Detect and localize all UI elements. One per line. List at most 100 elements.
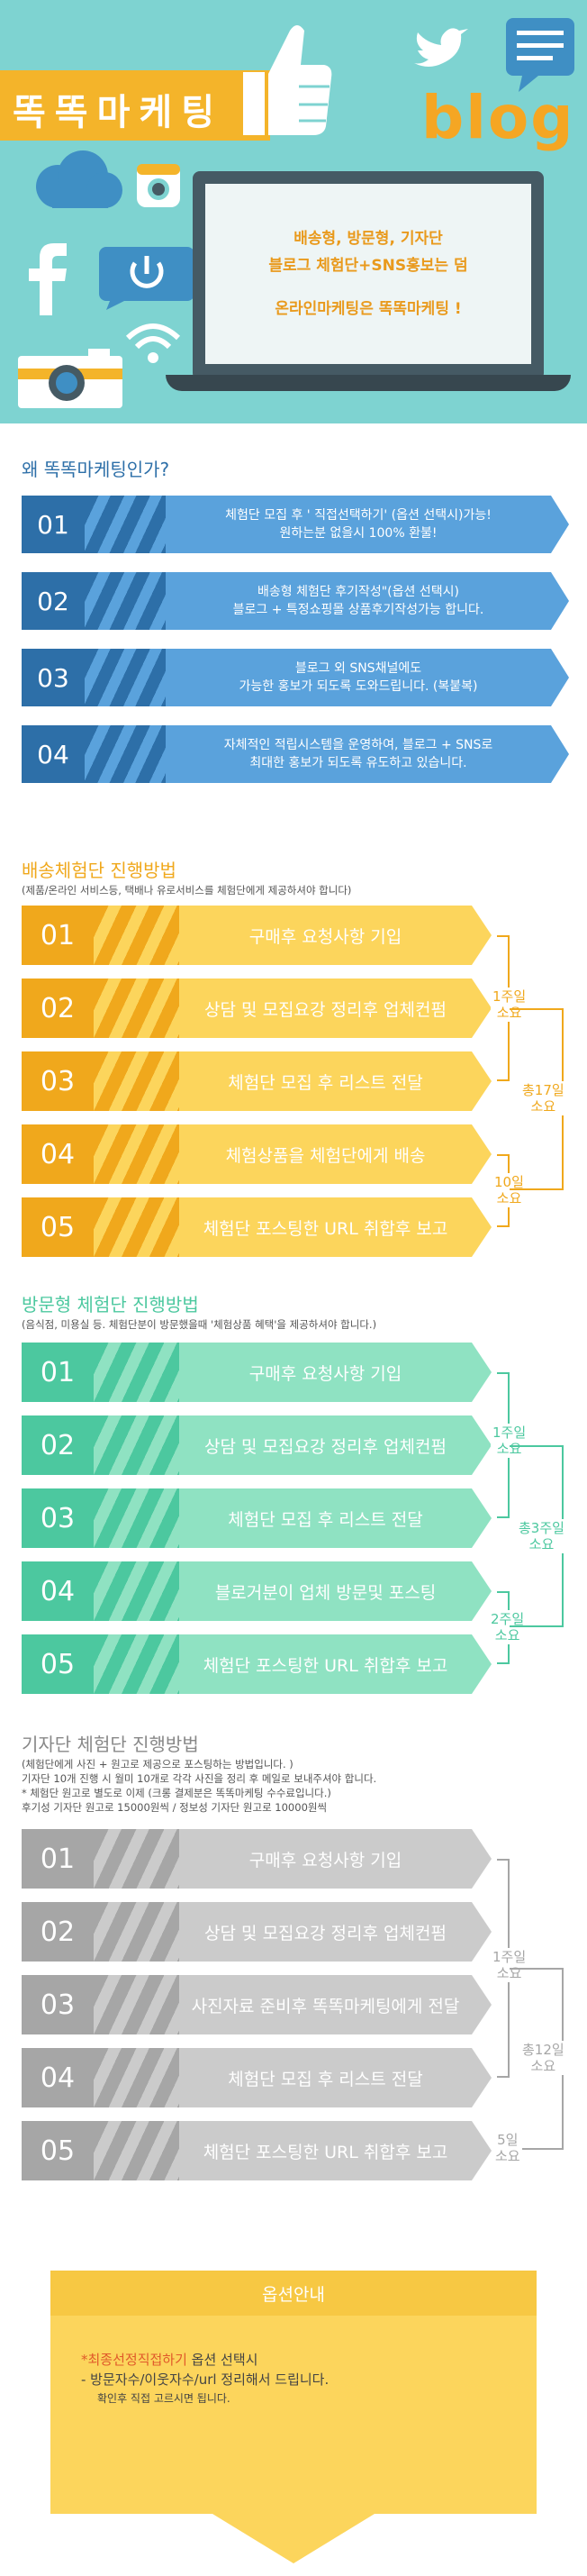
screen-line-1: 배송형, 방문형, 기자단	[294, 230, 443, 248]
why-text: 배송형 체험단 후기작성"(옵션 선택시) 블로그 + 특정쇼핑몰 상품후기작성…	[166, 572, 551, 630]
options-highlight: *최종선정직접하기	[81, 2352, 187, 2368]
blog-word: blog	[421, 83, 575, 152]
options-down-arrow	[212, 2514, 375, 2563]
step-row: 03 체험단 모집 후 리스트 전달	[22, 1488, 492, 1548]
why-text: 자체적인 적립시스템을 운영하여, 블로그 + SNS로 최대한 홍보가 되도록…	[166, 725, 551, 783]
why-text-line: 블로그 외 SNS채널에도	[294, 661, 422, 676]
step-number: 05	[22, 2121, 94, 2180]
step-label: 상담 및 모집요강 정리후 업체컨펌	[204, 1436, 447, 1457]
step-number: 02	[22, 979, 94, 1038]
step-label: 상담 및 모집요강 정리후 업체컨펌	[204, 1923, 447, 1943]
step-label: 블로거분이 업체 방문및 포스팅	[214, 1582, 437, 1603]
step-row: 03 사진자료 준비후 똑똑마케팅에게 전달	[22, 1975, 492, 2034]
why-number: 03	[22, 649, 85, 706]
why-text-line: 자체적인 적립시스템을 운영하여, 블로그 + SNS로	[223, 738, 493, 752]
why-row: 03 블로그 외 SNS채널에도 가능한 홍보가 되도록 도와드립니다. (복붙…	[22, 649, 569, 706]
step-row: 02 상담 및 모집요강 정리후 업체컨펌	[22, 1902, 492, 1962]
step-bar: 구매후 요청사항 기입	[179, 1829, 472, 1889]
stripe-decoration	[94, 1829, 179, 1889]
reporter-note: * 체험단 원고로 별도로 이제 (크롱 결제분은 똑똑마케팅 수수료입니다.)	[22, 1787, 331, 1799]
step-bar: 체험상품을 체험단에게 배송	[179, 1124, 472, 1184]
monitor-base	[166, 375, 571, 391]
arrow-tip	[472, 2048, 492, 2107]
why-text-line: 원하는분 없을시 100% 환불!	[279, 526, 438, 541]
step-row: 05 체험단 포스팅한 URL 취합후 보고	[22, 1197, 492, 1257]
why-text: 체험단 모집 후 ' 직접선택하기' (옵션 선택시)가능! 원하는분 없을시 …	[166, 496, 551, 553]
why-title: 왜 똑똑마케팅인가?	[22, 459, 170, 480]
monitor-icon: 배송형, 방문형, 기자단 블로그 체험단+SNS홍보는 덤 온라인마케팅은 똑…	[166, 171, 571, 396]
visit-title: 방문형 체험단 진행방법	[22, 1294, 199, 1315]
step-row: 04 체험단 모집 후 리스트 전달	[22, 2048, 492, 2107]
step-number: 03	[22, 1051, 94, 1111]
step-bar: 체험단 모집 후 리스트 전달	[179, 1051, 472, 1111]
stripe-decoration	[94, 2048, 179, 2107]
arrow-tip	[551, 572, 569, 630]
reporter-note: 후기성 기자단 원고로 15000원씩 / 정보성 기자단 원고로 10000원…	[22, 1801, 328, 1814]
reporter-note: (체험단에게 사진 + 원고로 제공으로 포스팅하는 방법입니다. )	[22, 1758, 294, 1770]
options-line-1: *최종선정직접하기 옵션 선택시	[81, 2350, 513, 2370]
arrow-tip	[472, 906, 492, 965]
stripe-decoration	[94, 1975, 179, 2034]
visit-note: (음식점, 미용실 등. 체험단분이 방문했을때 '체험상품 혜택'을 제공하셔…	[22, 1318, 377, 1331]
stripe-decoration	[94, 1051, 179, 1111]
options-box: 옵션안내 *최종선정직접하기 옵션 선택시 - 방문자수/이웃자수/url 정리…	[50, 2271, 537, 2514]
step-bar: 체험단 포스팅한 URL 취합후 보고	[179, 1197, 472, 1257]
arrow-tip	[472, 1197, 492, 1257]
arrow-tip	[472, 1561, 492, 1621]
monitor-frame: 배송형, 방문형, 기자단 블로그 체험단+SNS홍보는 덤 온라인마케팅은 똑…	[193, 171, 544, 380]
stripe-decoration	[85, 496, 166, 553]
stripe-decoration	[85, 649, 166, 706]
why-number: 04	[22, 725, 85, 783]
delivery-note: (제품/온라인 서비스등, 택배나 유로서비스를 체험단에게 제공하셔야 합니다…	[22, 884, 352, 897]
screen-line-4: 온라인마케팅은 똑똑마케팅 !	[275, 300, 462, 318]
why-row: 02 배송형 체험단 후기작성"(옵션 선택시) 블로그 + 특정쇼핑몰 상품후…	[22, 572, 569, 630]
step-label: 체험단 포스팅한 URL 취합후 보고	[203, 1218, 448, 1239]
step-number: 01	[22, 1829, 94, 1889]
options-body: *최종선정직접하기 옵션 선택시 - 방문자수/이웃자수/url 정리해서 드립…	[81, 2350, 513, 2408]
step-bar: 블로거분이 업체 방문및 포스팅	[179, 1561, 472, 1621]
step-row: 05 체험단 포스팅한 URL 취합후 보고	[22, 1634, 492, 1694]
stripe-decoration	[94, 1902, 179, 1962]
step-number: 05	[22, 1197, 94, 1257]
delivery-title: 배송체험단 진행방법	[22, 860, 176, 881]
step-number: 01	[22, 906, 94, 965]
screen-line-2: 블로그 체험단+SNS홍보는 덤	[268, 257, 468, 275]
step-bar: 사진자료 준비후 똑똑마케팅에게 전달	[179, 1975, 472, 2034]
arrow-tip	[472, 1124, 492, 1184]
stripe-decoration	[94, 1634, 179, 1694]
step-number: 03	[22, 1975, 94, 2034]
step-label: 체험단 모집 후 리스트 전달	[228, 1509, 423, 1530]
step-row: 02 상담 및 모집요강 정리후 업체컨펌	[22, 1415, 492, 1475]
chat-bubble-icon	[506, 18, 574, 92]
step-bar: 체험단 모집 후 리스트 전달	[179, 1488, 472, 1548]
step-row: 04 블로거분이 업체 방문및 포스팅	[22, 1561, 492, 1621]
arrow-tip	[551, 649, 569, 706]
hero-banner: 똑똑마케팅 blog	[0, 0, 587, 423]
why-number: 01	[22, 496, 85, 553]
step-label: 체험단 포스팅한 URL 취합후 보고	[203, 1655, 448, 1676]
thumbs-up-icon	[243, 25, 332, 135]
step-label: 상담 및 모집요강 정리후 업체컨펌	[204, 999, 447, 1020]
why-text-line: 가능한 홍보가 되도록 도와드립니다. (복붙복)	[239, 679, 478, 694]
stripe-decoration	[85, 572, 166, 630]
arrow-tip	[472, 1488, 492, 1548]
arrow-tip	[472, 1829, 492, 1889]
step-number: 04	[22, 2048, 94, 2107]
why-text-line: 체험단 모집 후 ' 직접선택하기' (옵션 선택시)가능!	[225, 508, 492, 523]
cloud-icon	[36, 150, 122, 208]
step-bar: 체험단 포스팅한 URL 취합후 보고	[179, 2121, 472, 2180]
step-label: 구매후 요청사항 기입	[248, 1363, 402, 1384]
arrow-tip	[551, 496, 569, 553]
arrow-tip	[472, 1975, 492, 2034]
step-label: 구매후 요청사항 기입	[248, 1850, 402, 1871]
logo-banner: 똑똑마케팅	[0, 70, 270, 141]
why-text: 블로그 외 SNS채널에도 가능한 홍보가 되도록 도와드립니다. (복붙복)	[166, 649, 551, 706]
reporter-note: 기자단 10개 진행 시 월미 10개로 각각 사진을 정리 후 메일로 보내주…	[22, 1772, 377, 1785]
stripe-decoration	[94, 1124, 179, 1184]
arrow-tip	[551, 725, 569, 783]
stripe-decoration	[94, 1488, 179, 1548]
step-label: 체험상품을 체험단에게 배송	[225, 1145, 426, 1166]
